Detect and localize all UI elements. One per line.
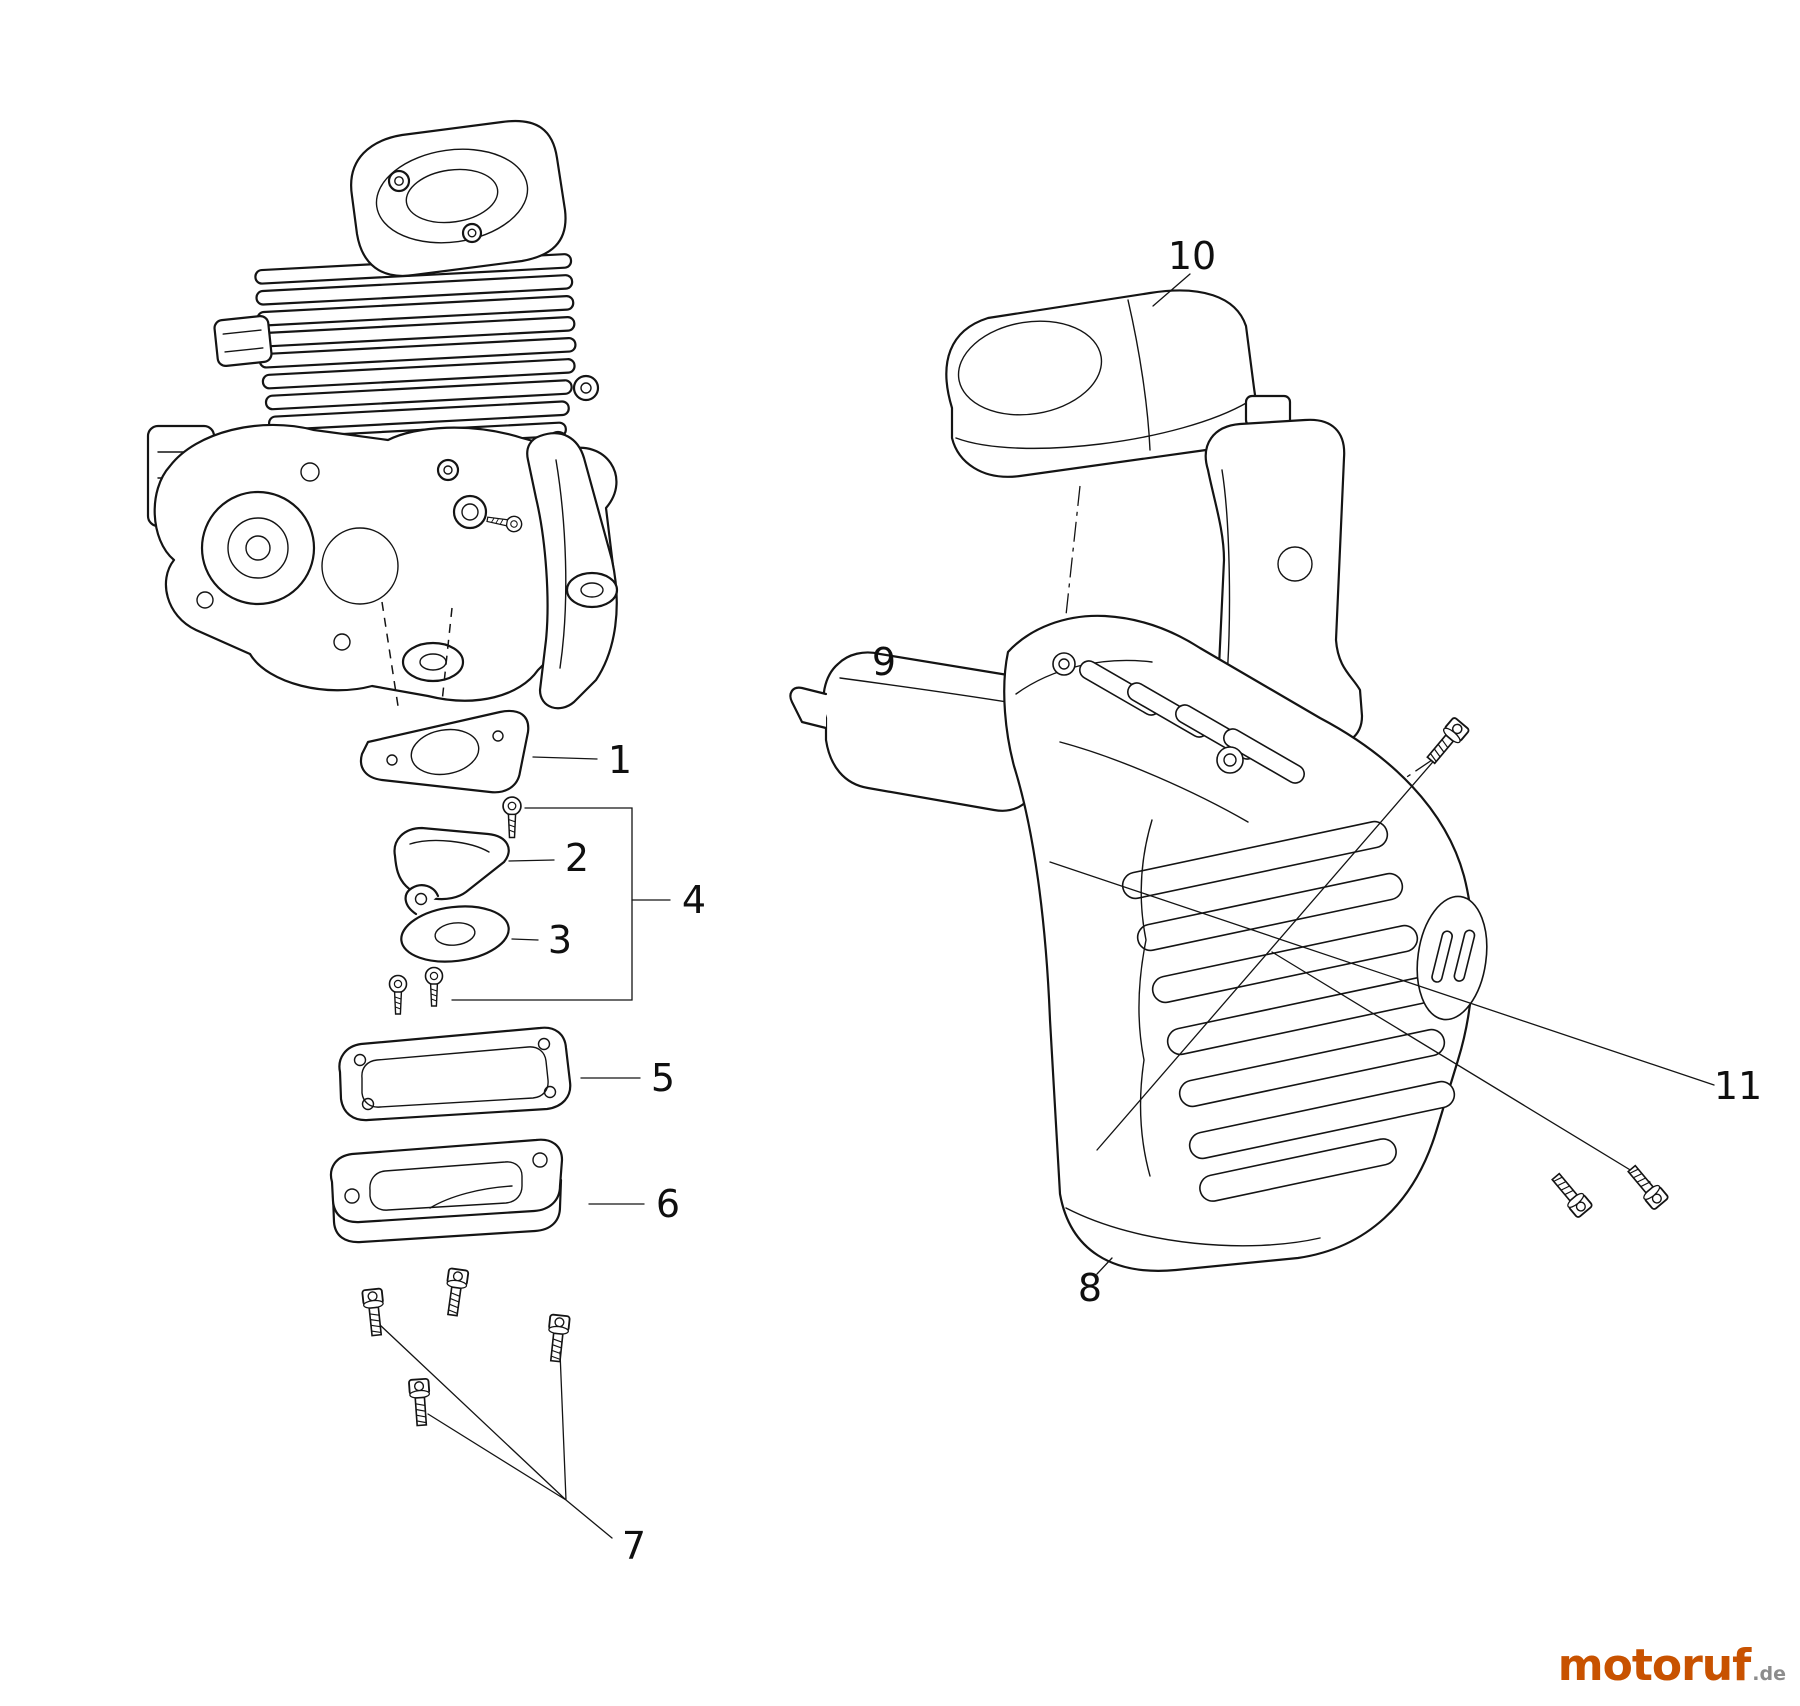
engine-assembly (146, 119, 619, 710)
part-4-screw-top (502, 796, 522, 839)
part-2-plate (393, 826, 510, 901)
callout-6: 6 (655, 1182, 681, 1226)
leader-11 (1049, 755, 1715, 1183)
part-3-gasket (400, 884, 510, 963)
crankcase (146, 423, 618, 702)
leader-8 (1096, 1257, 1113, 1275)
leader-1 (532, 756, 598, 760)
callout-9: 9 (871, 640, 897, 684)
callout-5: 5 (650, 1056, 676, 1100)
part-4-screw-b (424, 966, 444, 1007)
rear-housing-panel (1204, 394, 1364, 746)
callout-10: 10 (1167, 234, 1217, 278)
valve-cover (350, 119, 567, 277)
callout-3: 3 (547, 918, 573, 962)
mounting-feet (401, 571, 619, 683)
part-10-cover-plate (945, 289, 1257, 478)
part-7-screws (361, 1267, 571, 1427)
callout-1: 1 (607, 738, 633, 782)
callout-7: 7 (621, 1524, 647, 1568)
leader-4-bracket (451, 807, 633, 1001)
watermark-brand: motoruf (1557, 1640, 1752, 1691)
callout-2: 2 (564, 836, 590, 880)
part-1-gasket-plate (359, 709, 530, 794)
part-8-engine-cover (789, 614, 1488, 1272)
part-6-insulator-block (329, 1138, 564, 1244)
leader-2 (508, 859, 555, 862)
leader-7 (379, 1324, 613, 1539)
leader-10 (1152, 273, 1191, 307)
watermark-tld: .de (1752, 1663, 1786, 1685)
axis-cover-to-body (1061, 485, 1081, 653)
leader-3 (511, 938, 539, 941)
callout-8: 8 (1077, 1266, 1103, 1310)
cover-louvers (1079, 660, 1305, 784)
leader-dashed-engine (381, 601, 453, 707)
exhaust-outlet (1416, 895, 1488, 1021)
watermark-logo: motoruf.de (1558, 1644, 1786, 1688)
engine-bracket (526, 432, 618, 710)
callout-4: 4 (681, 878, 707, 922)
cylinder-fins (254, 253, 577, 453)
intake-stub (213, 314, 273, 368)
part-5-gasket (338, 1026, 572, 1122)
callout-11: 11 (1713, 1064, 1763, 1108)
part-4-screw-a (388, 974, 408, 1015)
